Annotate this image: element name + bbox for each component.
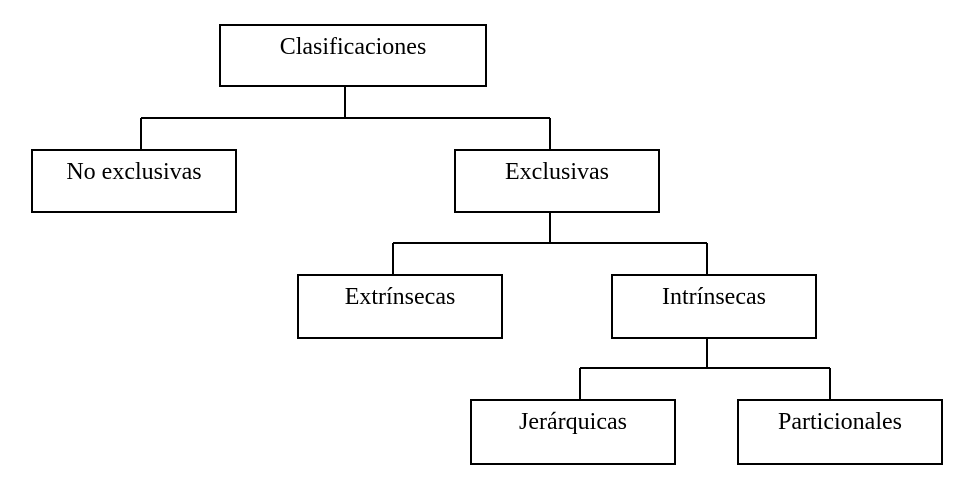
node-clasificaciones: Clasificaciones — [219, 24, 487, 87]
node-intrinsecas: Intrínsecas — [611, 274, 817, 339]
node-particionales: Particionales — [737, 399, 943, 465]
node-jerarquicas: Jerárquicas — [470, 399, 676, 465]
node-extrinsecas: Extrínsecas — [297, 274, 503, 339]
node-exclusivas: Exclusivas — [454, 149, 660, 213]
node-no-exclusivas: No exclusivas — [31, 149, 237, 213]
